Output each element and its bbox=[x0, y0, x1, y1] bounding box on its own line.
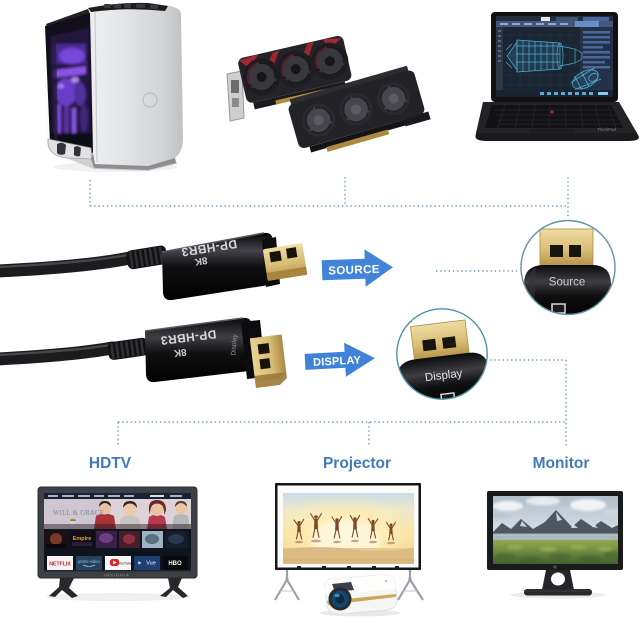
svg-text:Source: Source bbox=[549, 277, 585, 289]
svg-text:▶: ▶ bbox=[138, 560, 142, 565]
svg-text:8K: 8K bbox=[193, 254, 208, 267]
svg-text:HBO: HBO bbox=[168, 561, 182, 567]
svg-text:Empire: Empire bbox=[73, 536, 92, 542]
svg-text:INSIGNIA: INSIGNIA bbox=[104, 573, 130, 578]
svg-text:Projector: Projector bbox=[323, 455, 391, 472]
svg-text:Vue: Vue bbox=[146, 561, 156, 567]
svg-text:DP-HBR3: DP-HBR3 bbox=[160, 327, 217, 348]
svg-text:DISPLAY: DISPLAY bbox=[313, 354, 362, 369]
svg-text:WILL & GRACE: WILL & GRACE bbox=[53, 510, 104, 517]
svg-text:NETFLIX: NETFLIX bbox=[49, 562, 71, 568]
svg-text:HDTV: HDTV bbox=[89, 455, 132, 472]
svg-text:Display: Display bbox=[424, 368, 463, 385]
svg-text:YouTube: YouTube bbox=[118, 562, 132, 566]
svg-text:SOURCE: SOURCE bbox=[328, 264, 380, 278]
svg-text:Display: Display bbox=[230, 333, 239, 355]
svg-text:ThinkPad: ThinkPad bbox=[597, 127, 617, 132]
svg-text:Monitor: Monitor bbox=[533, 455, 590, 472]
svg-text:8K: 8K bbox=[172, 346, 187, 359]
svg-text:prime video: prime video bbox=[78, 559, 100, 564]
